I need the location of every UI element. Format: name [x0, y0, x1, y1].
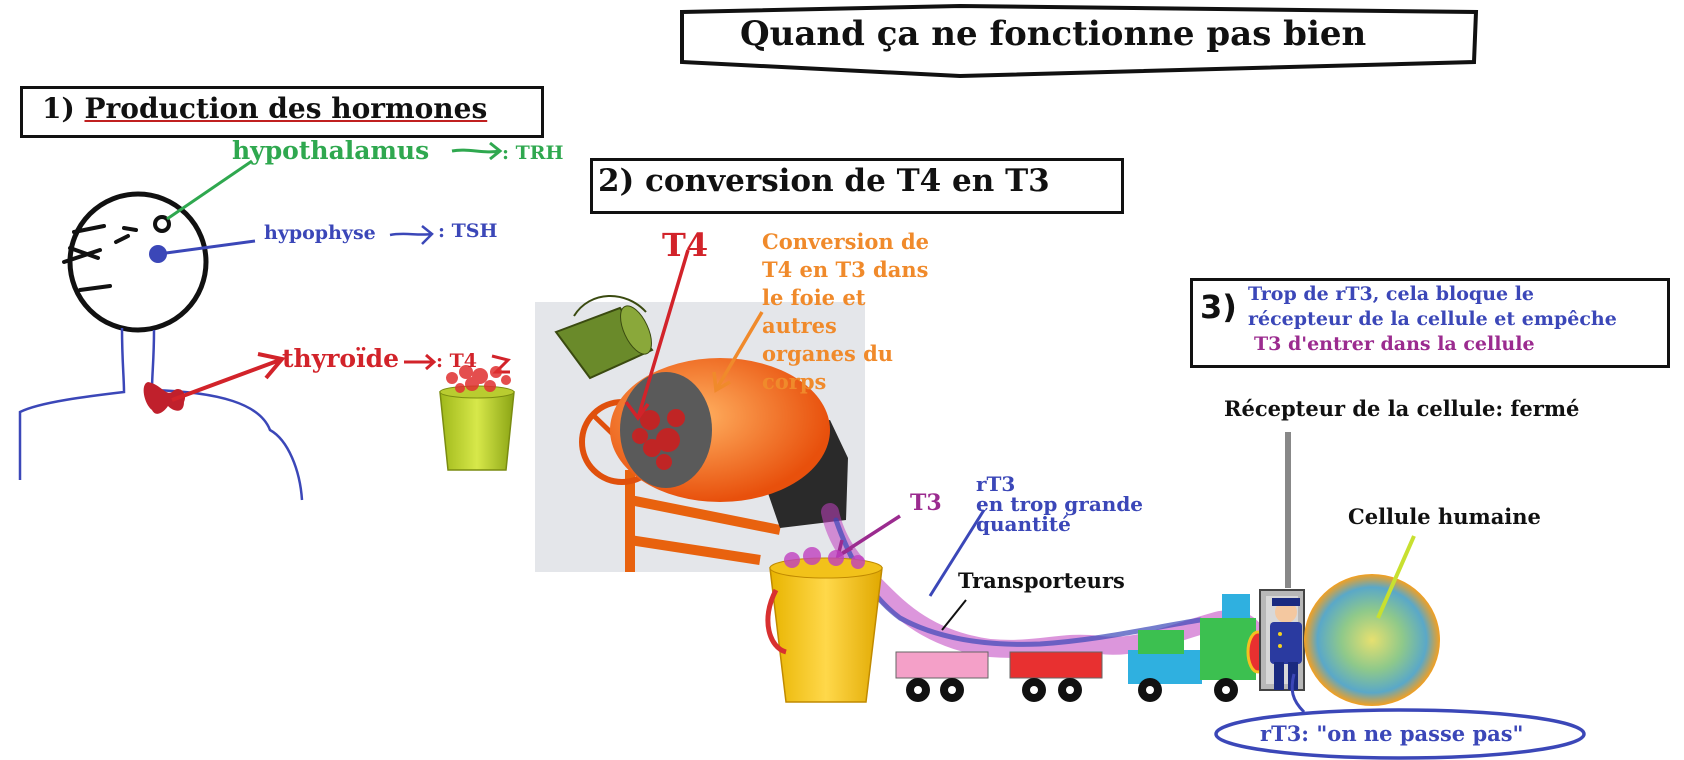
t4-pour-arrow: [624, 249, 690, 421]
section3-box: [1190, 278, 1670, 368]
conversion-line: Conversion de: [762, 229, 930, 254]
section2-heading: 2) conversion de T4 en T3: [598, 163, 1050, 199]
cell-pointer: [1376, 535, 1416, 619]
rt3-quote: rT3: "on ne passe pas": [1260, 721, 1524, 746]
conversion-arrow: [712, 311, 764, 393]
cell-label: Cellule humaine: [1348, 504, 1541, 529]
hypophyse-label: hypophyse: [264, 222, 376, 244]
section1-number: 1): [42, 92, 75, 125]
train: [895, 594, 1270, 702]
t3-label: T3: [910, 490, 942, 516]
quote-bubble: [1214, 708, 1586, 760]
section1-heading: 1) Production des hormones: [42, 92, 487, 125]
section1-title: Production des hormones: [84, 92, 488, 125]
t4-arrow: [404, 353, 437, 371]
transporteurs-label: Transporteurs: [958, 568, 1125, 593]
tsh-label: : TSH: [438, 220, 498, 242]
receptor-label: Récepteur de la cellule: fermé: [1224, 396, 1579, 421]
t4-mixer-label: T4: [662, 226, 709, 264]
trh-label: : TRH: [502, 142, 564, 164]
yellow-bucket: [765, 547, 883, 703]
section3-line: Trop de rT3, cela bloque le: [1248, 283, 1535, 305]
section3-line: T3 d'entrer dans la cellule: [1254, 333, 1535, 355]
tsh-arrow: [389, 225, 434, 245]
thyroide-label: thyroïde: [282, 344, 399, 373]
conversion-line: organes du: [762, 341, 894, 366]
receptor-title: Récepteur de la cellule: [1224, 396, 1496, 421]
hypothalamus-pointer: [166, 159, 253, 221]
hypophyse-dot: [149, 245, 167, 263]
pouring-bucket: [554, 295, 654, 380]
rt3-line: rT3: [976, 472, 1016, 496]
hypophyse-pointer: [165, 239, 256, 255]
rt3-note: rT3 en trop grande quantité: [976, 474, 1143, 534]
thyroid-arrow: [171, 352, 286, 402]
conversion-line: corps: [762, 369, 827, 394]
human-cell: [1304, 574, 1440, 706]
thyroid-gland: [143, 382, 186, 414]
guard-figure: [1270, 598, 1302, 690]
receptor-state: : fermé: [1495, 396, 1580, 421]
t4-hook: [491, 354, 511, 374]
head-figure: [62, 191, 209, 333]
title-banner: [680, 3, 1479, 79]
page-title: Quand ça ne fonctionne pas bien: [740, 14, 1367, 54]
t4-production-label: : T4: [436, 350, 477, 372]
section3-number: 3): [1200, 288, 1237, 326]
conversion-note: Conversion de T4 en T3 dans le foie et a…: [762, 228, 929, 396]
rt3-line: quantité: [976, 512, 1071, 536]
green-bucket: [439, 365, 515, 471]
section2-heading-box: [590, 158, 1124, 214]
conversion-line: autres: [762, 313, 837, 338]
section3-text: Trop de rT3, cela bloque le récepteur de…: [1248, 282, 1617, 357]
quote-pointer: [1290, 673, 1306, 714]
conversion-line: T4 en T3 dans: [762, 257, 929, 282]
rt3-pointer: [928, 509, 986, 597]
conversion-line: le foie et: [762, 285, 866, 310]
section1-heading-box: [20, 86, 544, 138]
hypothalamus-label: hypothalamus: [232, 136, 430, 165]
rt3-line: en trop grande: [976, 492, 1144, 516]
section3-line: récepteur de la cellule et empêche: [1248, 308, 1617, 330]
body-outline: [18, 327, 304, 501]
trh-arrow: [451, 141, 503, 161]
transporteurs-pointer: [941, 599, 967, 631]
hypothalamus-dot: [153, 215, 171, 233]
